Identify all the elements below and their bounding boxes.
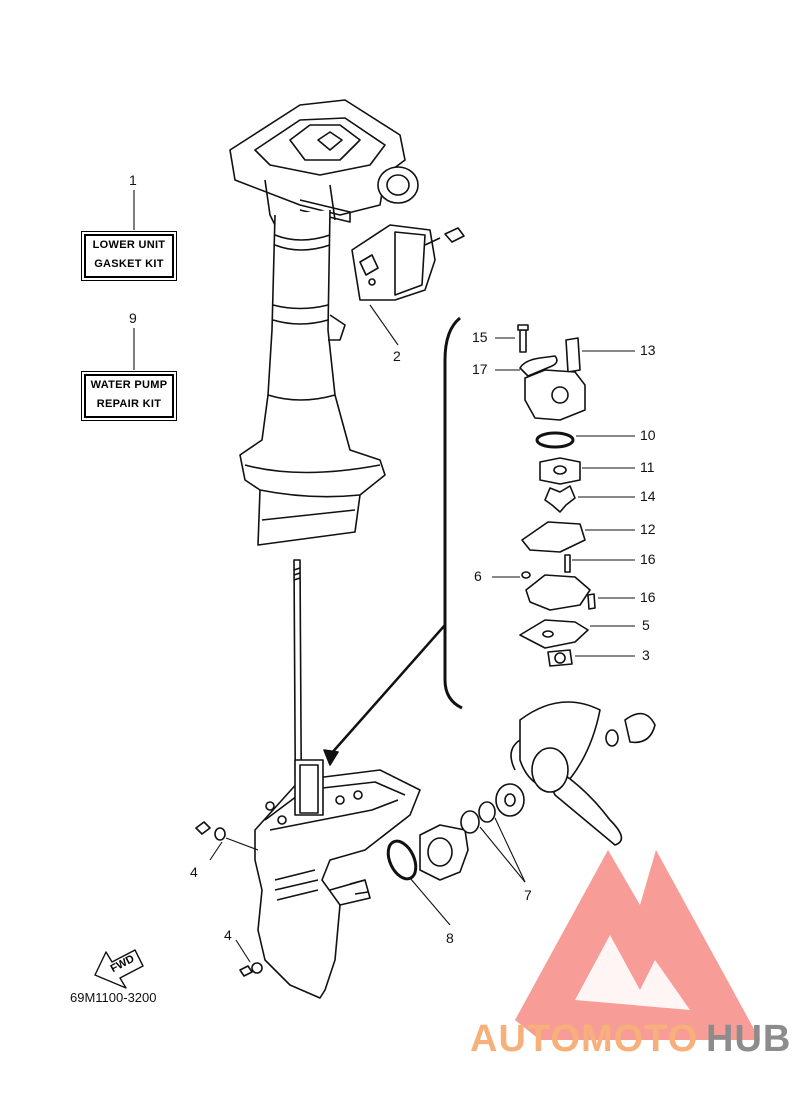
part-label: 10 [640,427,656,443]
part-label: 16 [640,551,656,567]
part-label: 5 [642,617,650,633]
part-label: 11 [640,459,655,475]
part-label: 17 [472,361,488,377]
kit-number: 9 [129,310,137,326]
water-pump-repair-kit-box: WATER PUMP REPAIR KIT [84,374,174,418]
kit-line: REPAIR KIT [96,398,162,410]
water-pump-parts-drawing [517,324,596,667]
part-label: 4 [224,927,232,943]
watermark-text-part2: HUB [706,1018,792,1060]
kit-line: LOWER UNIT [92,239,166,251]
kit-line: WATER PUMP [90,379,168,391]
fwd-arrow-icon [94,949,144,989]
propeller-assembly-drawing [419,701,656,881]
part-label: 4 [190,864,198,880]
upper-casing-drawing [229,99,419,226]
part-label: 7 [524,887,532,903]
part-label: 14 [640,488,656,504]
o-ring-drawing [386,839,418,881]
kit-line: GASKET KIT [94,258,164,270]
lower-case-drawing [254,759,421,999]
part-label: 13 [640,342,656,358]
part-label: 6 [474,568,482,584]
bracket-plate-drawing [351,224,465,301]
bolt-washer-drawing [195,821,263,977]
watermark-text-part1: AUTOMOTO [470,1018,699,1060]
automotohub-logo-icon [515,850,760,1040]
part-label: 15 [472,329,488,345]
drawing-code: 69M1100-3200 [70,990,157,1005]
part-label: 8 [446,930,454,946]
lower-unit-gasket-kit-box: LOWER UNIT GASKET KIT [84,234,174,278]
part-label: 16 [640,589,656,605]
drive-shaft-housing-drawing [239,209,386,546]
part-label: 3 [642,647,650,663]
part-label: 12 [640,521,656,537]
kit-number: 1 [129,172,137,188]
part-label: 2 [393,348,401,364]
